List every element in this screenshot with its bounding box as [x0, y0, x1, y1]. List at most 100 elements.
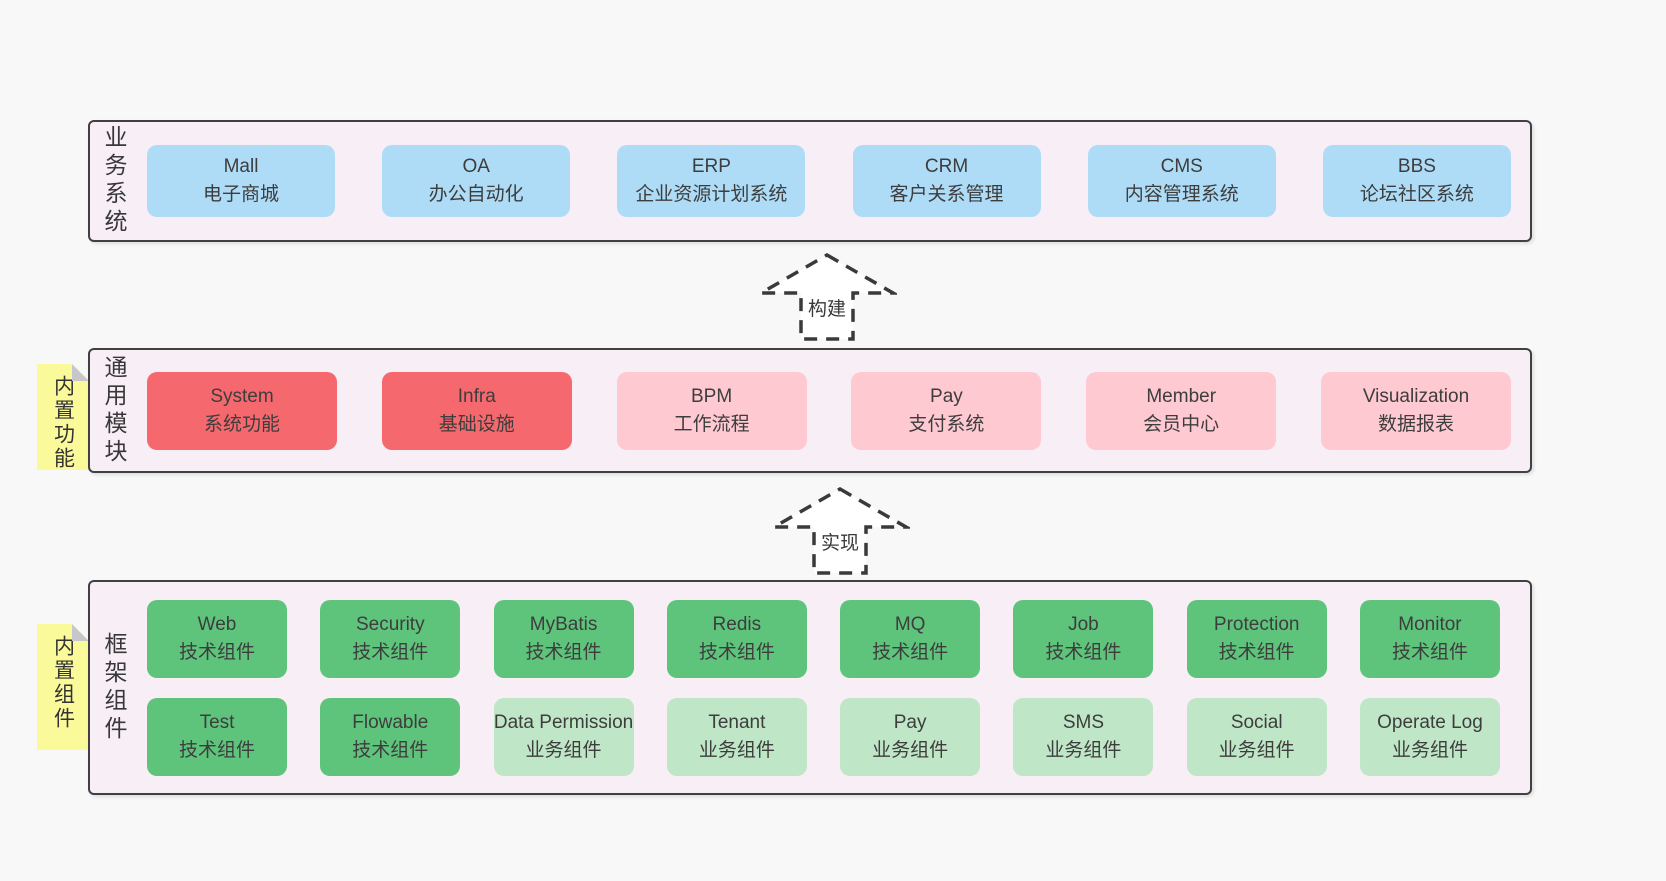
framework-components-row-1: Web 技术组件 Security 技术组件 MyBatis 技术组件 Redi… — [90, 599, 1530, 678]
sticky-note-builtin-features: 内置功能 — [37, 364, 89, 470]
node-mybatis: MyBatis 技术组件 — [493, 599, 634, 678]
node-subtitle: 电子商城 — [202, 184, 279, 205]
node-subtitle: 会员中心 — [1143, 413, 1220, 435]
node-title: MQ — [894, 613, 926, 635]
node-title: Web — [197, 613, 237, 635]
node-title: Visualization — [1362, 385, 1470, 407]
node-subtitle: 论坛社区系统 — [1359, 184, 1474, 205]
section-framework-components: 框架组件 Web 技术组件 Security 技术组件 MyBatis 技术组件… — [88, 580, 1532, 795]
node-subtitle: 业务组件 — [698, 739, 775, 761]
node-subtitle: 办公自动化 — [428, 184, 524, 205]
node-job: Job 技术组件 — [1013, 599, 1154, 678]
node-bbs: BBS 论坛社区系统 — [1322, 145, 1511, 217]
node-oa: OA 办公自动化 — [382, 145, 571, 217]
sticky-fold-icon — [72, 624, 89, 641]
sticky-note-text: 内置功能 — [51, 375, 75, 471]
node-subtitle: 技术组件 — [1045, 641, 1122, 663]
node-title: OA — [462, 156, 490, 178]
node-title: Flowable — [352, 711, 429, 733]
node-title: BPM — [691, 385, 733, 407]
node-title: Redis — [712, 613, 762, 635]
node-bpm: BPM 工作流程 — [616, 371, 807, 450]
arrow-label: 构建 — [804, 294, 850, 321]
node-security: Security 技术组件 — [320, 599, 461, 678]
node-tenant: Tenant 业务组件 — [666, 697, 807, 776]
node-visualization: Visualization 数据报表 — [1320, 371, 1511, 450]
section-label-business-systems: 业务系统 — [101, 125, 127, 237]
node-title: Tenant — [708, 711, 766, 733]
node-subtitle: 技术组件 — [1391, 641, 1468, 663]
node-subtitle: 技术组件 — [178, 641, 255, 663]
node-mall: Mall 电子商城 — [147, 145, 335, 217]
node-member: Member 会员中心 — [1086, 371, 1277, 450]
section-label-framework-components: 框架组件 — [101, 631, 127, 744]
node-protection: Protection 技术组件 — [1186, 599, 1327, 678]
node-subtitle: 支付系统 — [908, 413, 985, 435]
node-operate-log: Operate Log 业务组件 — [1359, 697, 1500, 776]
node-web: Web 技术组件 — [147, 599, 287, 678]
business-systems-row: Mall 电子商城 OA 办公自动化 ERP 企业资源计划系统 CRM 客户关系… — [90, 145, 1530, 217]
arrow-label: 实现 — [817, 528, 863, 555]
node-subtitle: 客户关系管理 — [889, 184, 1004, 205]
node-social: Social 业务组件 — [1186, 697, 1327, 776]
node-title: BBS — [1397, 156, 1436, 178]
node-title: Protection — [1213, 613, 1300, 635]
node-subtitle: 技术组件 — [872, 641, 949, 663]
node-subtitle: 企业资源计划系统 — [635, 184, 788, 205]
node-title: Operate Log — [1377, 711, 1483, 733]
node-subtitle: 技术组件 — [178, 739, 255, 761]
node-title: Security — [355, 613, 425, 635]
node-title: Pay — [893, 711, 927, 733]
sticky-fold-icon — [72, 364, 89, 381]
node-title: MyBatis — [529, 613, 598, 635]
node-pay-component: Pay 业务组件 — [840, 697, 981, 776]
node-title: Member — [1146, 385, 1217, 407]
framework-components-row-2: Test 技术组件 Flowable 技术组件 Data Permission … — [90, 697, 1530, 776]
sticky-note-text: 内置组件 — [51, 635, 75, 731]
node-subtitle: 技术组件 — [352, 739, 429, 761]
node-title: ERP — [691, 156, 731, 178]
node-title: Social — [1230, 711, 1283, 733]
node-subtitle: 内容管理系统 — [1124, 184, 1239, 205]
node-title: Pay — [930, 385, 963, 407]
node-sms: SMS 业务组件 — [1013, 697, 1154, 776]
node-subtitle: 基础设施 — [438, 413, 515, 435]
node-subtitle: 系统功能 — [203, 413, 280, 435]
node-title: SMS — [1062, 711, 1104, 733]
node-subtitle: 业务组件 — [1391, 739, 1468, 761]
node-subtitle: 业务组件 — [1045, 739, 1122, 761]
node-subtitle: 工作流程 — [673, 413, 750, 435]
node-title: CMS — [1160, 156, 1203, 178]
node-title: Infra — [457, 385, 496, 407]
node-erp: ERP 企业资源计划系统 — [617, 145, 806, 217]
node-test: Test 技术组件 — [147, 697, 287, 776]
node-redis: Redis 技术组件 — [666, 599, 807, 678]
section-label-common-modules: 通用模块 — [101, 354, 127, 467]
node-title: Monitor — [1398, 613, 1462, 635]
node-subtitle: 业务组件 — [872, 739, 949, 761]
node-subtitle: 数据报表 — [1377, 413, 1454, 435]
common-modules-row: System 系统功能 Infra 基础设施 BPM 工作流程 Pay 支付系统… — [90, 371, 1530, 450]
arrow-up-build: 构建 — [757, 252, 897, 342]
node-title: Mall — [223, 156, 259, 178]
node-data-permission: Data Permission 业务组件 — [493, 697, 634, 776]
sticky-note-builtin-components: 内置组件 — [37, 624, 89, 750]
node-flowable: Flowable 技术组件 — [320, 697, 461, 776]
node-subtitle: 业务组件 — [1218, 739, 1295, 761]
node-infra: Infra 基础设施 — [381, 371, 572, 450]
node-subtitle: 技术组件 — [352, 641, 429, 663]
section-common-modules: 通用模块 System 系统功能 Infra 基础设施 BPM 工作流程 Pay… — [88, 348, 1532, 473]
node-subtitle: 技术组件 — [525, 641, 602, 663]
node-title: Data Permission — [493, 711, 634, 733]
node-title: System — [210, 385, 274, 407]
section-business-systems: 业务系统 Mall 电子商城 OA 办公自动化 ERP 企业资源计划系统 CRM… — [88, 120, 1532, 242]
node-subtitle: 业务组件 — [525, 739, 602, 761]
node-title: CRM — [924, 156, 969, 178]
node-monitor: Monitor 技术组件 — [1359, 599, 1500, 678]
node-mq: MQ 技术组件 — [840, 599, 981, 678]
arrow-up-implement: 实现 — [770, 486, 910, 576]
node-title: Job — [1068, 613, 1099, 635]
node-subtitle: 技术组件 — [1218, 641, 1295, 663]
node-title: Test — [199, 711, 235, 733]
